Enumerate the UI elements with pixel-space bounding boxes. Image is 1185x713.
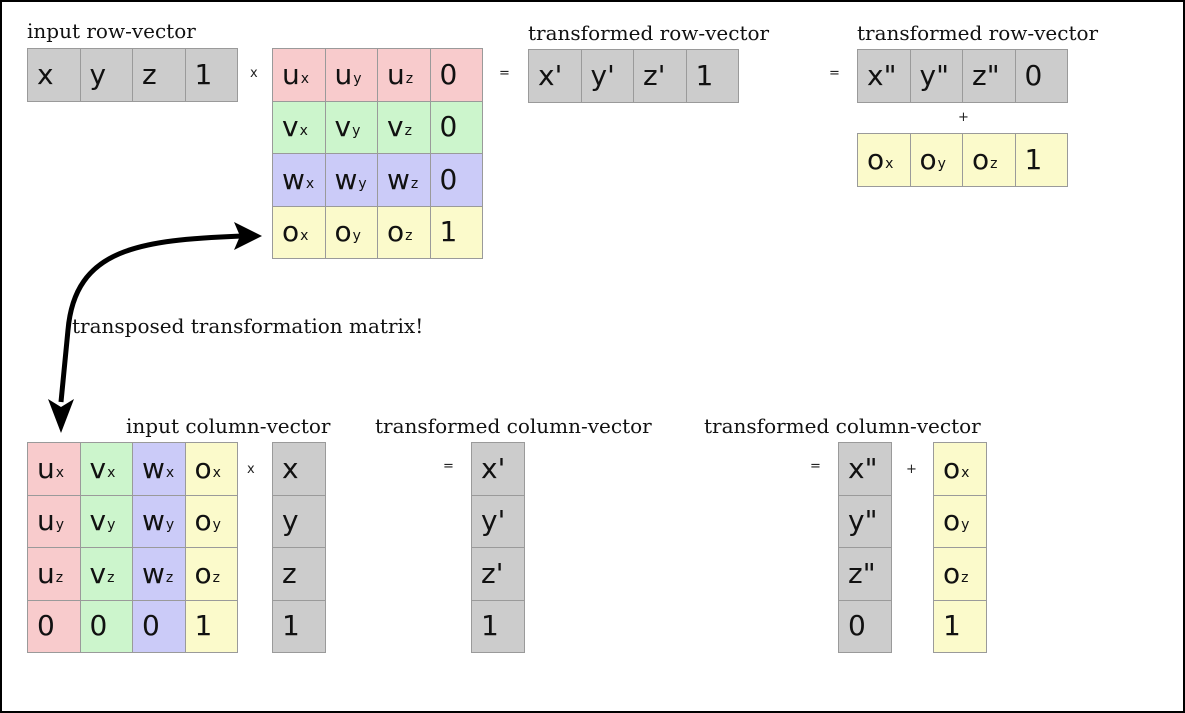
translation-column-vector-cell-3: 1 — [933, 599, 987, 653]
col-equals-operator-2: = — [810, 459, 821, 474]
col-equals-operator: = — [443, 459, 454, 474]
col-times-operator: x — [247, 462, 255, 477]
transformed-row-vector-cell-0: x' — [528, 49, 582, 103]
input-row-vector-cell-3: 1 — [184, 48, 238, 102]
rotated-row-vector-cell-0: x" — [857, 49, 911, 103]
transformed-column-vector-cell-0: x' — [471, 442, 525, 496]
col-plus-operator: + — [906, 462, 917, 477]
rotated-row-vector-cell-2: z" — [962, 49, 1016, 103]
input-row-vector-cell-0: x — [27, 48, 81, 102]
transformed-column-vector-cell-2: z' — [471, 547, 525, 601]
rotated-row-vector-cell-1: y" — [909, 49, 963, 103]
transformed-column-vector-cell-1: y' — [471, 494, 525, 548]
row-equals-operator: = — [499, 66, 510, 81]
input-column-vector-cell-3: 1 — [272, 599, 326, 653]
row-times-operator: x — [250, 66, 258, 81]
input-row-vector-cell-1: y — [79, 48, 133, 102]
transpose-arrow-head-down — [48, 399, 74, 433]
col-matrix-r3c2: 0 — [132, 599, 186, 653]
transpose-arrow-head-right — [234, 222, 262, 250]
input-column-vector-cell-0: x — [272, 442, 326, 496]
row-matrix-r3c3: 1 — [429, 205, 483, 259]
row-plus-operator: + — [958, 110, 969, 125]
col-matrix-r3c0: 0 — [27, 599, 81, 653]
rotated-column-vector-cell-3: 0 — [838, 599, 892, 653]
rotated-column-vector-cell-1: y" — [838, 494, 892, 548]
rotated-column-vector-cell-2: z" — [838, 547, 892, 601]
transformed-column-vector-label-2: transformed column-vector — [704, 414, 981, 438]
rotated-row-vector-cell-3: 0 — [1014, 49, 1068, 103]
transformed-row-vector-cell-2: z' — [633, 49, 687, 103]
transformed-row-vector-label-2: transformed row-vector — [857, 21, 1099, 45]
translation-row-vector-cell-3: 1 — [1014, 133, 1068, 187]
input-column-vector-label: input column-vector — [126, 414, 331, 438]
transpose-arrow-curve — [58, 233, 243, 403]
transformed-column-vector-cell-3: 1 — [471, 599, 525, 653]
rotated-column-vector-cell-0: x" — [838, 442, 892, 496]
transformed-column-vector-label: transformed column-vector — [375, 414, 652, 438]
col-matrix-r3c1: 0 — [79, 599, 133, 653]
input-column-vector-cell-2: z — [272, 547, 326, 601]
transformed-row-vector-cell-3: 1 — [685, 49, 739, 103]
transformed-row-vector-cell-1: y' — [580, 49, 634, 103]
transposed-note: transposed transformation matrix! — [72, 314, 424, 338]
transformed-row-vector-label: transformed row-vector — [528, 21, 770, 45]
input-row-vector-cell-2: z — [132, 48, 186, 102]
col-matrix-r3c3: 1 — [184, 599, 238, 653]
row-equals-operator-2: = — [829, 66, 840, 81]
input-column-vector-cell-1: y — [272, 494, 326, 548]
row-matrix-r1c3: 0 — [429, 100, 483, 154]
row-matrix-r0c3: 0 — [429, 48, 483, 102]
input-row-vector-label: input row-vector — [27, 19, 196, 43]
row-matrix-r2c3: 0 — [429, 153, 483, 207]
